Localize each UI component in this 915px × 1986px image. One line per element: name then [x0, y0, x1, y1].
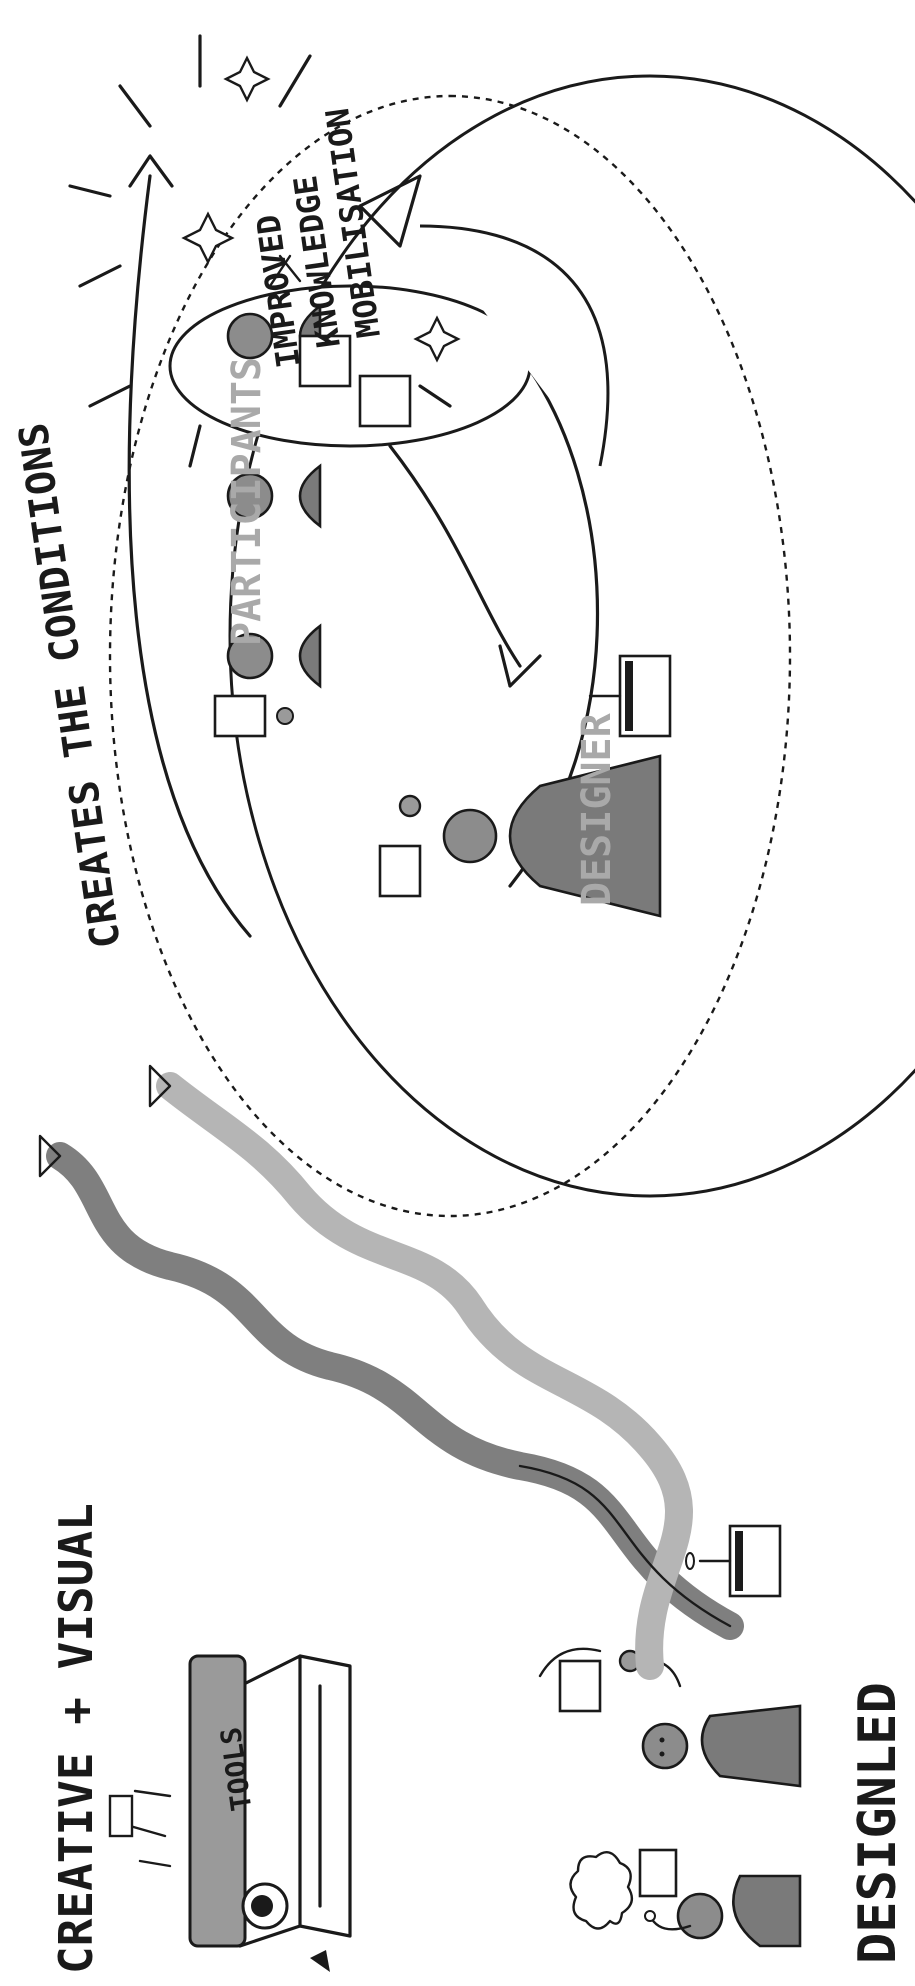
participants-group: [213, 254, 412, 738]
flow-arrow-top: [127, 174, 252, 938]
participants-label: PARTICIPANTS: [224, 357, 270, 646]
design-led-scene: [538, 1524, 802, 1948]
process-ellipse: [228, 74, 915, 1198]
sparkle-icon: [413, 315, 461, 363]
design-led-label: DESIGNLED: [848, 1682, 908, 1964]
designer-figure: [378, 654, 672, 918]
sparkle-icon: [223, 55, 271, 103]
designer-label: DESIGNER: [574, 712, 620, 906]
toolbox-icon: [108, 1654, 352, 1972]
conditions-dotted-ellipse: [108, 94, 792, 1218]
sparkle-icon: [181, 211, 235, 265]
creative-visual-label: CREATIVE + VISUAL: [49, 1503, 103, 1974]
outcome-arrow: [419, 224, 610, 467]
flow-arrow-mid: [388, 444, 522, 668]
thought-cloud-icon: [569, 1851, 656, 1930]
double-helix: [38, 1064, 744, 1680]
creates-conditions-label: CREATES THE CONDITIONS: [11, 420, 130, 951]
